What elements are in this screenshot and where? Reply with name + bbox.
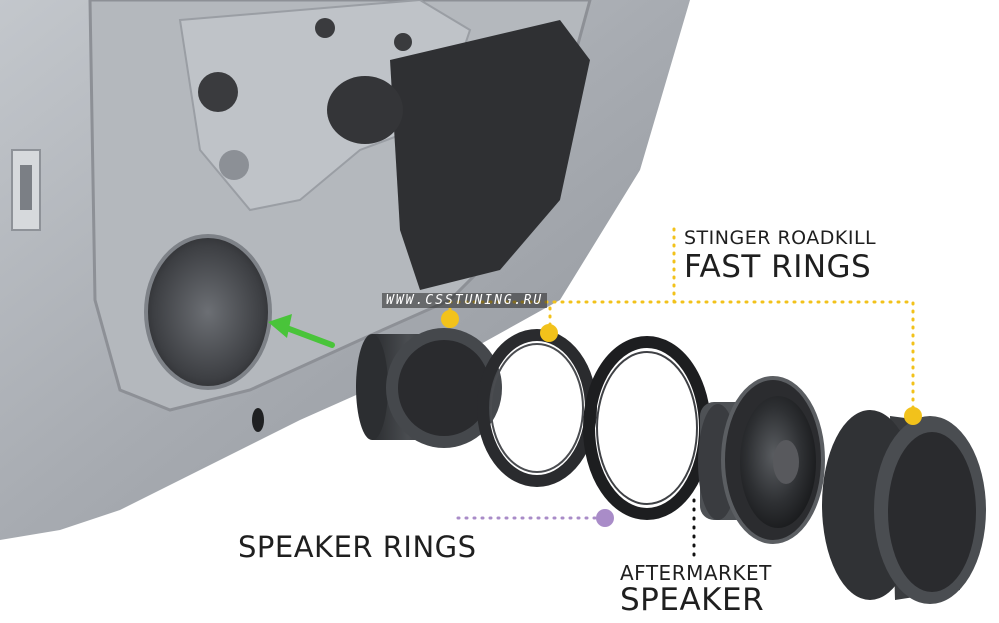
callout-dot-fast-ring-large xyxy=(904,407,922,425)
label-stinger-roadkill: STINGER ROADKILL xyxy=(684,227,877,249)
fast-ring-small xyxy=(356,328,502,448)
callout-dot-fast-ring-small xyxy=(441,310,459,328)
label-fast-rings: FAST RINGS xyxy=(684,249,872,285)
callout-dot-speaker-rings xyxy=(596,509,614,527)
label-speaker: SPEAKER xyxy=(620,582,765,618)
fast-ring-large xyxy=(822,410,986,604)
callout-dot-speaker-ring xyxy=(540,324,558,342)
label-speaker-rings: SPEAKER RINGS xyxy=(238,530,477,564)
speaker-ring-front xyxy=(477,329,597,487)
arrow-right-icon xyxy=(268,314,335,348)
door-hole-icon xyxy=(327,76,403,144)
door-hole-icon xyxy=(315,18,335,38)
car-door-panel xyxy=(0,0,690,540)
door-hole-icon xyxy=(198,72,238,112)
door-hole-icon xyxy=(252,408,264,432)
door-hole-icon xyxy=(394,33,412,51)
label-aftermarket: AFTERMARKET xyxy=(620,561,772,585)
door-hole-icon xyxy=(219,150,249,180)
door-speaker-opening xyxy=(144,234,272,390)
speaker-ring-back xyxy=(583,336,711,520)
watermark: WWW.CSSTUNING.RU xyxy=(382,293,548,308)
aftermarket-speaker xyxy=(698,376,825,544)
